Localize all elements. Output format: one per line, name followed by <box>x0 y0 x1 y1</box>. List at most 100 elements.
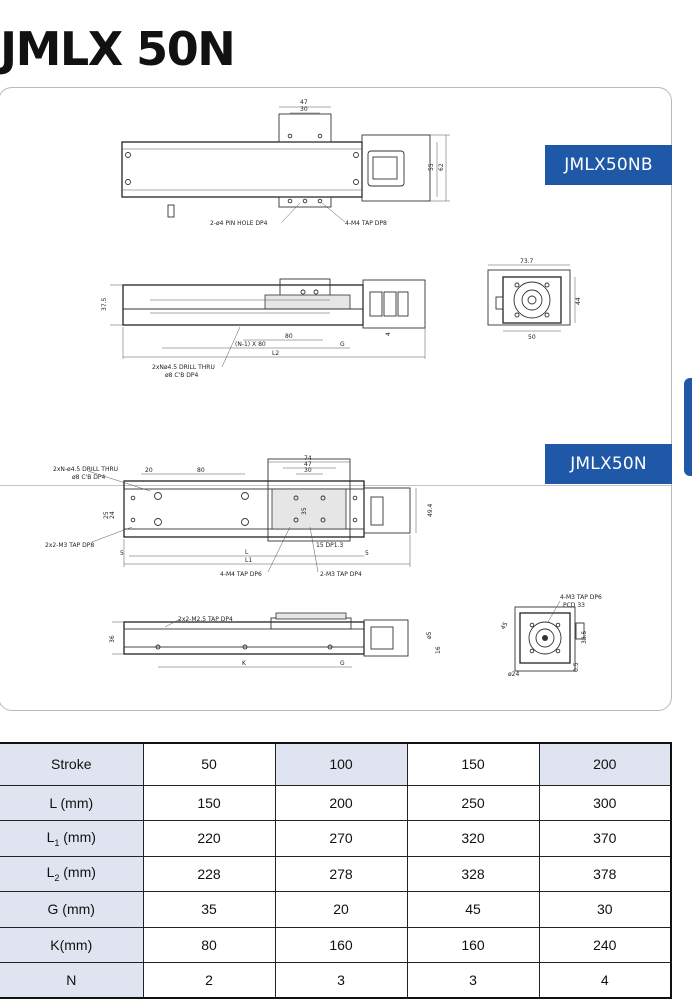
nb-pin-hole: 2-ø4 PIN HOLE DP4 <box>210 220 268 227</box>
table-cell: 35 <box>142 891 276 928</box>
n-side-view: 36 2x2-M2.5 TAP DP4 K G ø5 16 <box>109 612 442 668</box>
n-dim-5-left: 5 <box>120 550 124 557</box>
row-label-unit: (mm) <box>59 864 96 881</box>
row-label-text: N <box>66 972 77 988</box>
n-dim-74: 74 <box>304 455 312 462</box>
n-tap-m2-5: 2x2-M2.5 TAP DP4 <box>178 616 233 623</box>
n-dim-k: K <box>242 660 247 667</box>
nb-dim-80: 80 <box>285 333 293 340</box>
model-label-jmlx50nb: JMLX50NB <box>545 145 672 185</box>
n-dim-phi5: ø5 <box>426 631 433 639</box>
n-end-pcd: PCD 33 <box>563 602 585 609</box>
nb-dim-47: 47 <box>300 99 308 106</box>
nb-dim-37-5: 37.5 <box>101 297 108 311</box>
n-dim-25: 25 <box>103 511 110 519</box>
nb-tap-m4: 4-M4 TAP DP8 <box>345 220 387 227</box>
row-label: N <box>0 962 144 999</box>
n-end-phi24: ø24 <box>508 671 519 678</box>
nb-side-view: 37.5 80 (N-1) X 80 G L2 4 2xNø4.5 DRILL … <box>101 278 426 379</box>
table-cell: 45 <box>406 891 540 928</box>
table-cell: 328 <box>406 855 540 892</box>
table-cell: 4 <box>538 962 672 999</box>
row-label-text: L <box>46 864 55 881</box>
nb-dim-g: G <box>340 341 345 348</box>
table-cell: 270 <box>274 820 408 857</box>
table-cell: 300 <box>538 784 672 821</box>
table-cell: 228 <box>142 855 276 892</box>
n-dim-16: 16 <box>435 646 442 654</box>
n-dim-5-right: 5 <box>365 550 369 557</box>
row-label-unit: (mm) <box>59 828 96 845</box>
row-label-text: K <box>50 936 60 953</box>
row-label: L2 (mm) <box>0 855 144 892</box>
nb-cbore: ø8 C'B DP4 <box>165 372 198 379</box>
table-cell: 370 <box>538 820 672 857</box>
nb-end-view: 73.7 44 50 <box>487 258 582 341</box>
n-tap-m3-side: 2x2-M3 TAP DP8 <box>45 542 94 549</box>
nb-pitch: (N-1) X 80 <box>235 341 266 348</box>
row-label-text: G <box>47 901 59 918</box>
table-cell: 3 <box>406 962 540 999</box>
n-end-38-5: 38.5 <box>581 630 588 644</box>
side-tab[interactable] <box>684 378 692 476</box>
n-dim-l1: L1 <box>245 557 252 564</box>
nb-dim-l2: L2 <box>272 350 279 357</box>
n-drill: 2xN-ø4.5 DRILL THRU <box>53 466 118 473</box>
n-end-tap: 4-M3 TAP DP6 <box>560 594 602 601</box>
n-end-view: 4-M3 TAP DP6 PCD 33 45 38.5 0.5 ø24 <box>500 594 602 678</box>
n-dim-g: G <box>340 660 345 667</box>
table-cell: 50 <box>142 742 276 786</box>
n-dim-35: 35 <box>301 507 308 515</box>
row-label: G (mm) <box>0 891 144 928</box>
model-label-jmlx50n: JMLX50N <box>545 444 672 484</box>
panel-divider <box>0 485 671 486</box>
table-cell: 240 <box>538 926 672 963</box>
n-dim-l: L <box>245 549 249 556</box>
table-cell: 320 <box>406 820 540 857</box>
nb-end-73-7: 73.7 <box>520 258 534 265</box>
n-top-view: 20 80 74 47 30 25 24 35 49.4 2x2-M3 TAP … <box>45 455 434 578</box>
row-label-subscript: 1 <box>54 837 60 848</box>
table-cell: 150 <box>142 784 276 821</box>
technical-drawings: 47 30 55 62 2-ø4 PIN HOLE DP4 4-M4 TAP D… <box>45 99 602 678</box>
table-cell: 160 <box>274 926 408 963</box>
table-cell: 160 <box>406 926 540 963</box>
table-cell: 20 <box>274 891 408 928</box>
n-dim-36: 36 <box>109 635 116 643</box>
nb-dim-30: 30 <box>300 106 308 113</box>
n-dim-20: 20 <box>145 467 153 474</box>
row-label-unit: (mm) <box>59 936 93 953</box>
n-tap-m4: 4-M4 TAP DP6 <box>220 571 262 578</box>
n-dim-15: 15 DP1.3 <box>316 542 344 549</box>
row-label: L (mm) <box>0 784 144 821</box>
table-cell: 378 <box>538 855 672 892</box>
table-cell: 100 <box>274 742 408 786</box>
table-cell: 278 <box>274 855 408 892</box>
table-cell: 200 <box>538 742 672 786</box>
table-cell: 220 <box>142 820 276 857</box>
row-label: K(mm) <box>0 926 144 963</box>
row-label-subscript: 2 <box>54 873 60 884</box>
row-label: Stroke <box>0 742 144 786</box>
table-cell: 80 <box>142 926 276 963</box>
table-cell: 150 <box>406 742 540 786</box>
n-dim-47: 47 <box>304 461 312 468</box>
page-title: JMLX 50N <box>0 22 236 76</box>
n-end-0-5: 0.5 <box>573 662 580 672</box>
n-dim-80: 80 <box>197 467 205 474</box>
n-dim-30: 30 <box>304 467 312 474</box>
row-label: L1 (mm) <box>0 820 144 857</box>
row-label-unit: (mm) <box>58 901 95 918</box>
table-cell: 2 <box>142 962 276 999</box>
nb-dim-4: 4 <box>385 332 392 336</box>
n-cbore: ø8 C'B DP4 <box>72 474 105 481</box>
nb-drill: 2xNø4.5 DRILL THRU <box>152 364 215 371</box>
nb-end-44: 44 <box>575 297 582 305</box>
